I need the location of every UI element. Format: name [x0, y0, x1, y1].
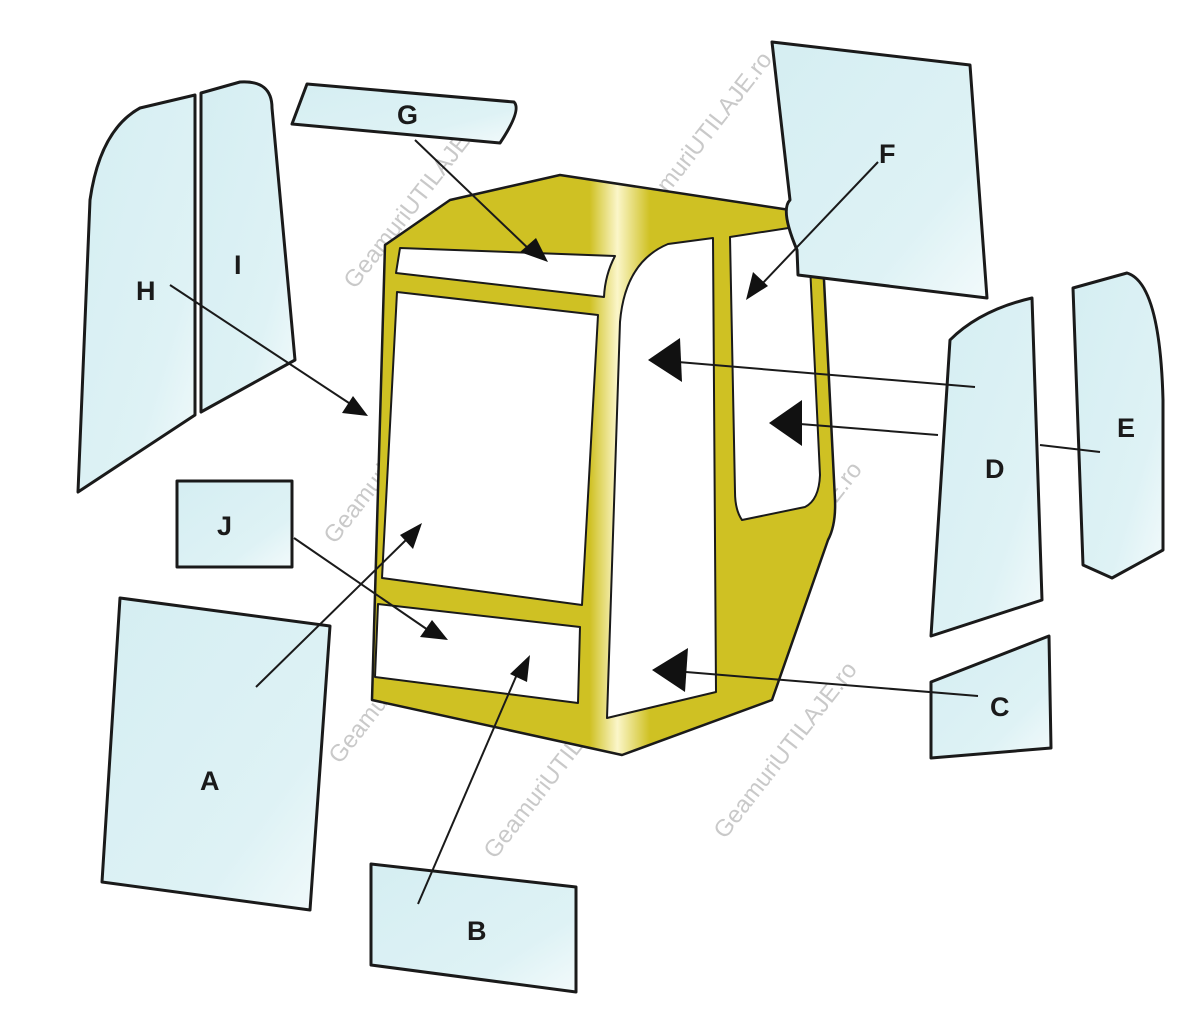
label-c: C	[990, 692, 1010, 722]
label-f: F	[879, 139, 896, 169]
cab-door-window-opening	[606, 237, 717, 719]
arrowhead-g	[520, 238, 548, 262]
cab-top-window-opening	[395, 247, 616, 298]
label-e: E	[1117, 413, 1135, 443]
leader-line-g	[414, 139, 533, 253]
leader-lines	[169, 139, 1101, 905]
arrowhead-a	[400, 523, 422, 549]
glass-panel-e[interactable]	[1071, 271, 1165, 580]
glass-panels	[76, 40, 1165, 994]
cab-front-window-opening	[381, 291, 599, 606]
glass-panel-g[interactable]	[290, 82, 518, 145]
panel-labels: G F I H E D J C A B	[136, 100, 1135, 946]
glass-panel-i[interactable]	[199, 80, 297, 414]
leader-line-f	[759, 161, 879, 287]
label-b: B	[467, 916, 487, 946]
label-d: D	[985, 454, 1005, 484]
arrowhead-f	[746, 272, 768, 300]
arrowheads	[342, 238, 802, 692]
label-a: A	[200, 766, 220, 796]
arrowhead-c	[652, 648, 688, 692]
label-g: G	[397, 100, 418, 130]
glass-panel-d[interactable]	[929, 296, 1044, 638]
label-i: I	[234, 250, 242, 280]
arrowhead-e	[769, 400, 802, 446]
label-h: H	[136, 276, 156, 306]
label-j: J	[217, 511, 232, 541]
leader-line-a	[255, 537, 409, 688]
glass-panel-f[interactable]	[770, 40, 989, 300]
leader-line-e-lower	[1039, 444, 1101, 453]
leader-line-h	[169, 284, 353, 406]
glass-panel-c[interactable]	[929, 634, 1053, 760]
arrowhead-j	[420, 620, 448, 640]
leader-line-d	[677, 361, 976, 388]
leader-line-e-upper	[799, 423, 939, 436]
glass-panel-h[interactable]	[76, 93, 197, 494]
glass-panel-a[interactable]	[100, 596, 332, 912]
cab-frame	[370, 173, 837, 757]
arrowhead-d	[648, 338, 682, 382]
glass-panel-j[interactable]	[175, 479, 294, 569]
arrowhead-b	[510, 655, 530, 682]
leader-line-c	[685, 671, 979, 697]
arrowhead-h	[342, 396, 368, 416]
leader-line-b	[417, 671, 519, 905]
